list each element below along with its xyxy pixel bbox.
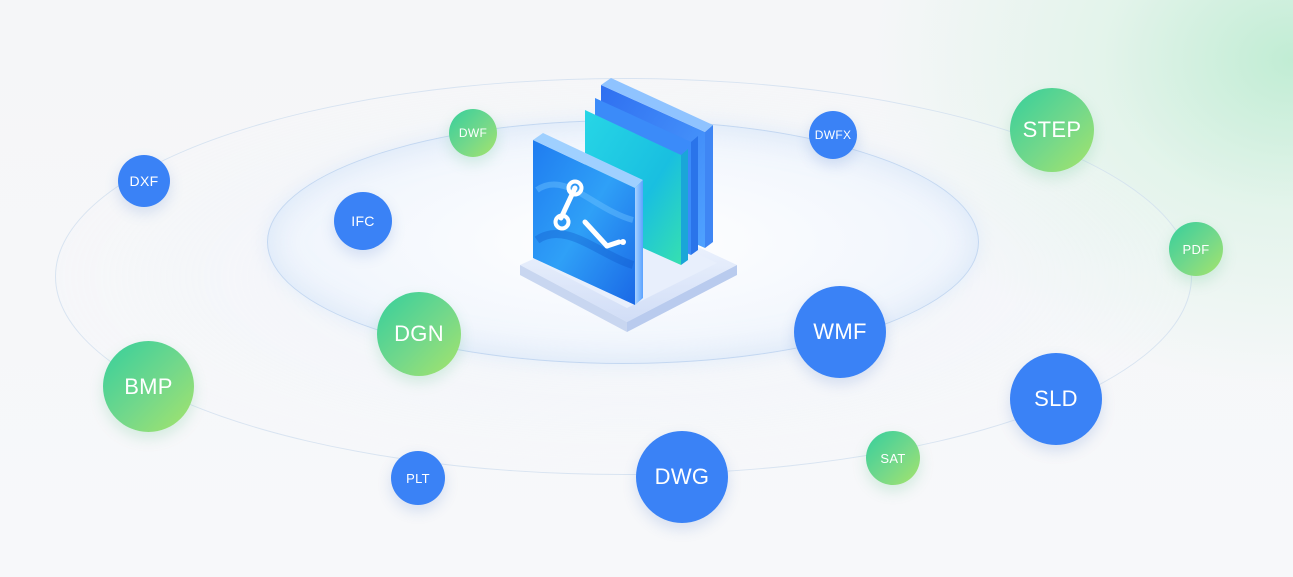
- format-bubble-dwfx: DWFX: [809, 111, 857, 159]
- format-bubble-dgn: DGN: [377, 292, 461, 376]
- format-bubble-bmp: BMP: [103, 341, 194, 432]
- format-label: DXF: [129, 173, 159, 189]
- format-bubble-sld: SLD: [1010, 353, 1102, 445]
- format-bubble-ifc: IFC: [334, 192, 392, 250]
- format-label: DWFX: [814, 128, 852, 142]
- format-bubble-dwg: DWG: [636, 431, 728, 523]
- format-bubble-dxf: DXF: [118, 155, 170, 207]
- format-label: PLT: [406, 470, 430, 486]
- format-label: SAT: [880, 450, 906, 466]
- format-bubble-wmf: WMF: [794, 286, 886, 378]
- format-label: SLD: [1034, 386, 1078, 411]
- format-label: BMP: [124, 373, 173, 399]
- format-bubble-sat: SAT: [866, 431, 920, 485]
- format-label: DWF: [458, 126, 488, 140]
- format-bubble-plt: PLT: [391, 451, 445, 505]
- format-label: DGN: [394, 321, 444, 346]
- format-label: PDF: [1182, 241, 1210, 257]
- format-bubble-step: STEP: [1010, 88, 1094, 172]
- format-label: DWG: [654, 464, 710, 489]
- cad-converter-app-icon: [520, 78, 737, 332]
- format-label: WMF: [813, 319, 867, 344]
- format-bubble-dwf: DWF: [449, 109, 497, 157]
- format-bubble-pdf: PDF: [1169, 222, 1223, 276]
- format-label: STEP: [1022, 117, 1082, 142]
- format-label: IFC: [351, 213, 375, 229]
